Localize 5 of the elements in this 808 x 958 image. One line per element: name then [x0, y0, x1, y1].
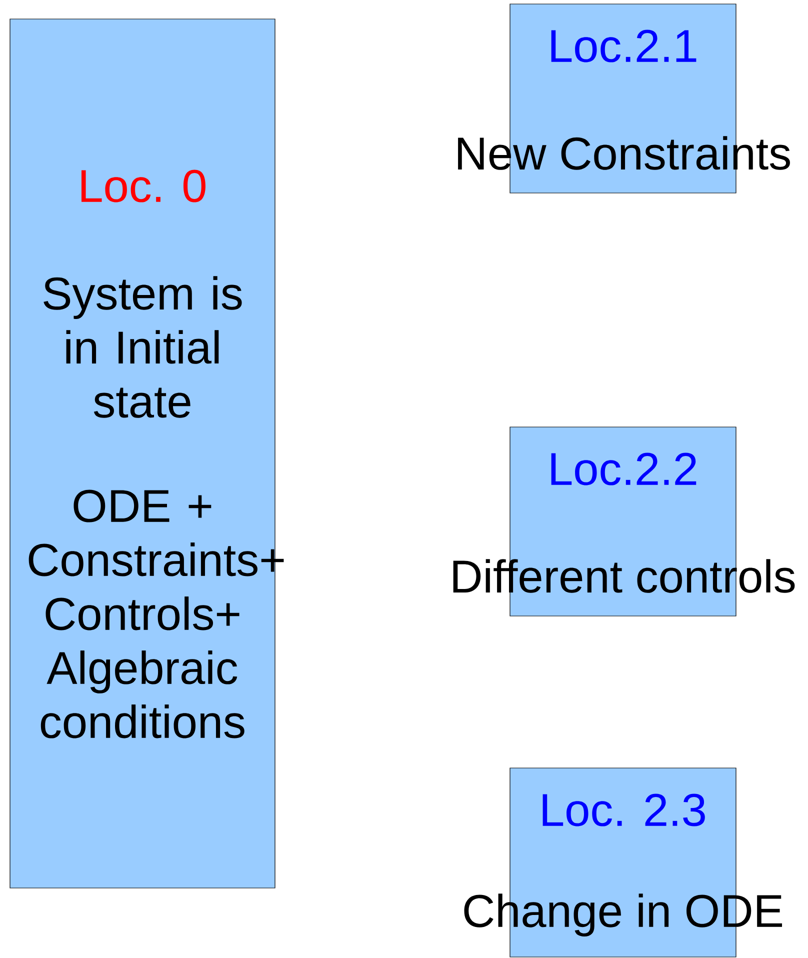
- location-heading: Loc. 0: [82, 170, 206, 202]
- location-description: System is in Initial state: [44, 276, 242, 418]
- location-heading: Loc.2.1: [551, 30, 696, 62]
- location-heading: Loc.2.2: [551, 452, 696, 486]
- location-heading: Loc. 2.3: [542, 794, 705, 826]
